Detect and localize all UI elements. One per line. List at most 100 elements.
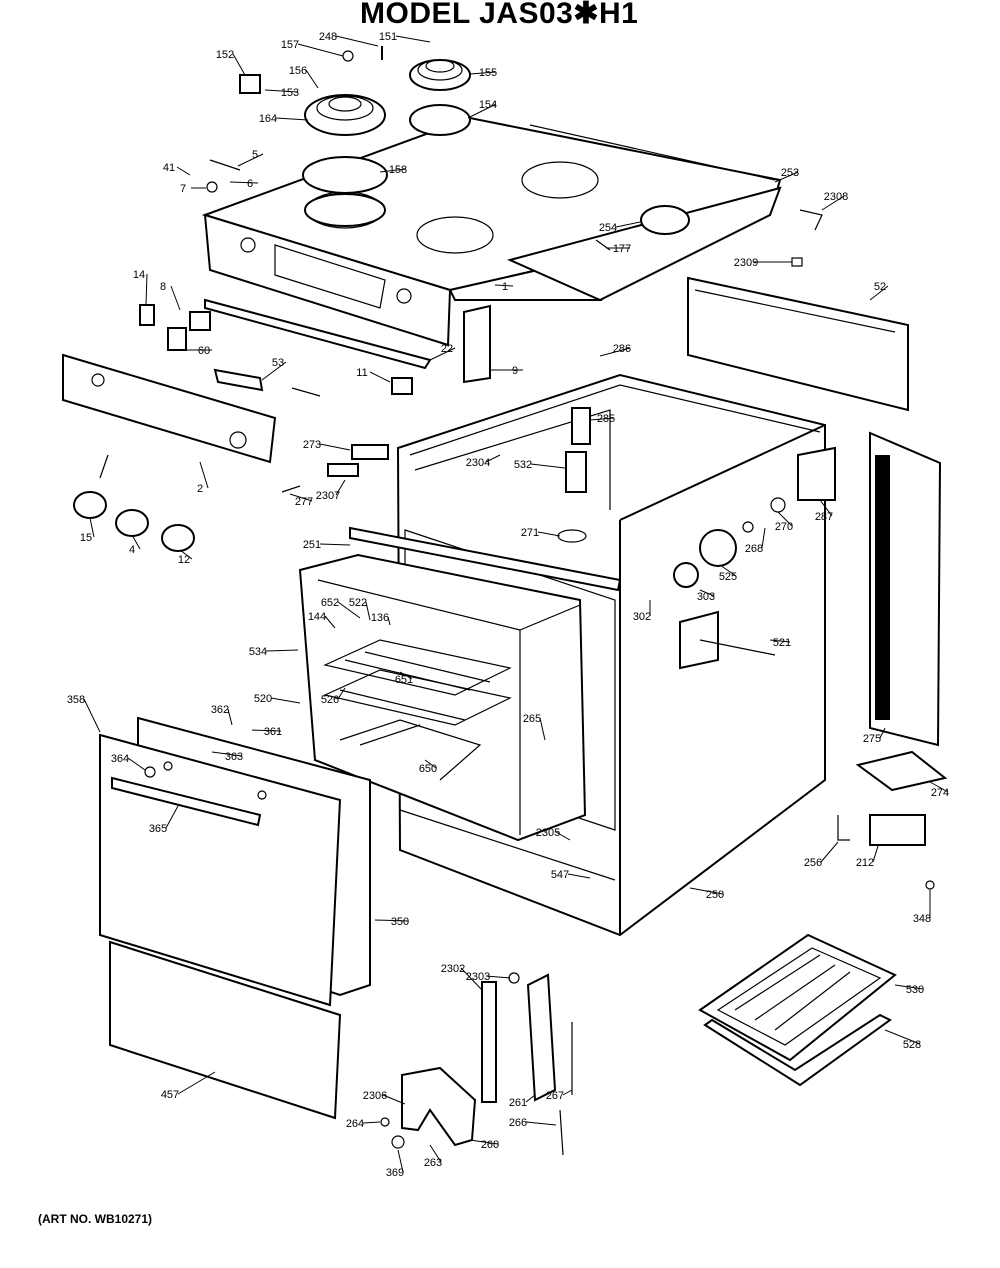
callout-part: 151: [379, 31, 431, 43]
leader-line: [335, 479, 346, 496]
part-number-label: 267: [546, 1090, 564, 1102]
part-number-label: 651: [395, 674, 413, 686]
callout-part: 2304: [466, 454, 501, 469]
part-number-label: 530: [906, 984, 924, 996]
callout-knob: 4: [129, 534, 141, 556]
leader-line: [131, 534, 141, 550]
leader-line: [365, 601, 371, 621]
leader-line: [145, 273, 148, 305]
callout-part: 534: [249, 646, 299, 658]
callout-part: 2302: [441, 963, 483, 991]
part-number-label: 53: [272, 357, 284, 369]
part-number-label: 157: [281, 39, 299, 51]
part-number-label: 5: [252, 149, 258, 161]
part-number-label: 14: [133, 269, 145, 281]
leader-line: [170, 285, 181, 311]
callout-terminal-block: 212: [856, 845, 879, 869]
side-panel-parts: [837, 431, 948, 890]
leader-line: [387, 616, 391, 626]
callout-part: 263: [424, 1144, 442, 1169]
callout-part: 153: [264, 87, 299, 99]
part-number-label: 268: [745, 543, 763, 555]
part-number-label: 273: [303, 439, 321, 451]
callout-part: 260: [469, 1139, 499, 1151]
leader-line: [251, 729, 282, 732]
leader-line: [337, 601, 361, 619]
callout-surface-unit: 156: [289, 65, 319, 89]
callout-part: 274: [929, 781, 949, 799]
oven-controls: [281, 407, 836, 670]
part-number-label: 15: [80, 532, 92, 544]
part-number-label: 652: [321, 597, 339, 609]
part-number-label: 248: [319, 31, 337, 43]
leader-line: [555, 831, 571, 841]
callout-part: 2307: [316, 479, 346, 502]
leader-line: [485, 454, 501, 463]
part-number-label: 9: [512, 365, 518, 377]
part-number-label: 177: [613, 243, 631, 255]
part-number-label: 526: [321, 694, 339, 706]
leader-line: [774, 171, 799, 183]
part-number-label: 251: [303, 539, 321, 551]
leader-line: [929, 781, 949, 793]
part-number-label: 52: [874, 281, 886, 293]
callout-part: 348: [913, 890, 931, 925]
leader-line: [382, 1094, 406, 1105]
part-number-label: 650: [419, 763, 437, 775]
callout-cabinet: 250: [689, 887, 724, 901]
callout-drawer-panel: 457: [161, 1071, 216, 1101]
leader-line: [176, 166, 191, 176]
part-number-label: 2307: [316, 490, 340, 502]
leader-line: [232, 53, 246, 76]
part-number-label: 144: [308, 611, 326, 623]
leader-line: [719, 564, 737, 577]
leader-line: [819, 499, 833, 517]
leader-line: [369, 371, 391, 383]
leader-line: [567, 873, 591, 879]
part-number-label: 2308: [824, 191, 848, 203]
part-number-label: 254: [599, 222, 617, 234]
leader-line: [562, 1089, 573, 1096]
part-number-label: 7: [180, 183, 186, 195]
callout-part: 60: [186, 345, 212, 357]
part-number-label: 270: [775, 521, 793, 533]
part-number-label: 164: [259, 113, 277, 125]
leader-line: [374, 919, 409, 922]
part-number-label: 525: [719, 571, 737, 583]
leader-line: [429, 1144, 442, 1163]
part-number-label: 1: [502, 281, 508, 293]
leader-line: [319, 443, 351, 451]
leader-line: [494, 284, 514, 287]
part-number-label: 266: [509, 1117, 527, 1129]
part-number-label: 154: [479, 99, 497, 111]
leader-line: [615, 221, 641, 228]
part-number-label: 153: [281, 87, 299, 99]
part-number-label: 6: [247, 178, 253, 190]
callout-part: 6: [229, 178, 259, 190]
callout-part: 256: [804, 841, 839, 869]
leader-line: [460, 967, 483, 991]
leader-line: [599, 347, 631, 357]
callout-control-panel: 2: [197, 461, 209, 495]
part-number-label: 286: [613, 343, 631, 355]
callout-part: 144: [308, 611, 336, 629]
part-number-label: 265: [523, 713, 541, 725]
art-number: (ART NO. WB10271): [38, 1212, 153, 1226]
part-number-label: 136: [371, 612, 389, 624]
callout-part: 361: [251, 726, 282, 738]
callout-part: 9: [490, 365, 523, 377]
leader-line: [83, 698, 101, 733]
callout-door-gasket: 350: [374, 916, 409, 928]
callout-part: 521: [769, 637, 791, 649]
callout-part: 8: [160, 281, 181, 311]
part-number-label: 2309: [734, 257, 758, 269]
door-assembly: [99, 716, 371, 1120]
leader-line: [337, 687, 346, 700]
callout-part: 369: [386, 1149, 404, 1179]
part-number-label: 350: [391, 916, 409, 928]
leader-line: [362, 1121, 381, 1124]
callout-part: 254: [599, 221, 641, 234]
callout-part: 285: [589, 413, 615, 425]
leader-line: [89, 517, 95, 538]
